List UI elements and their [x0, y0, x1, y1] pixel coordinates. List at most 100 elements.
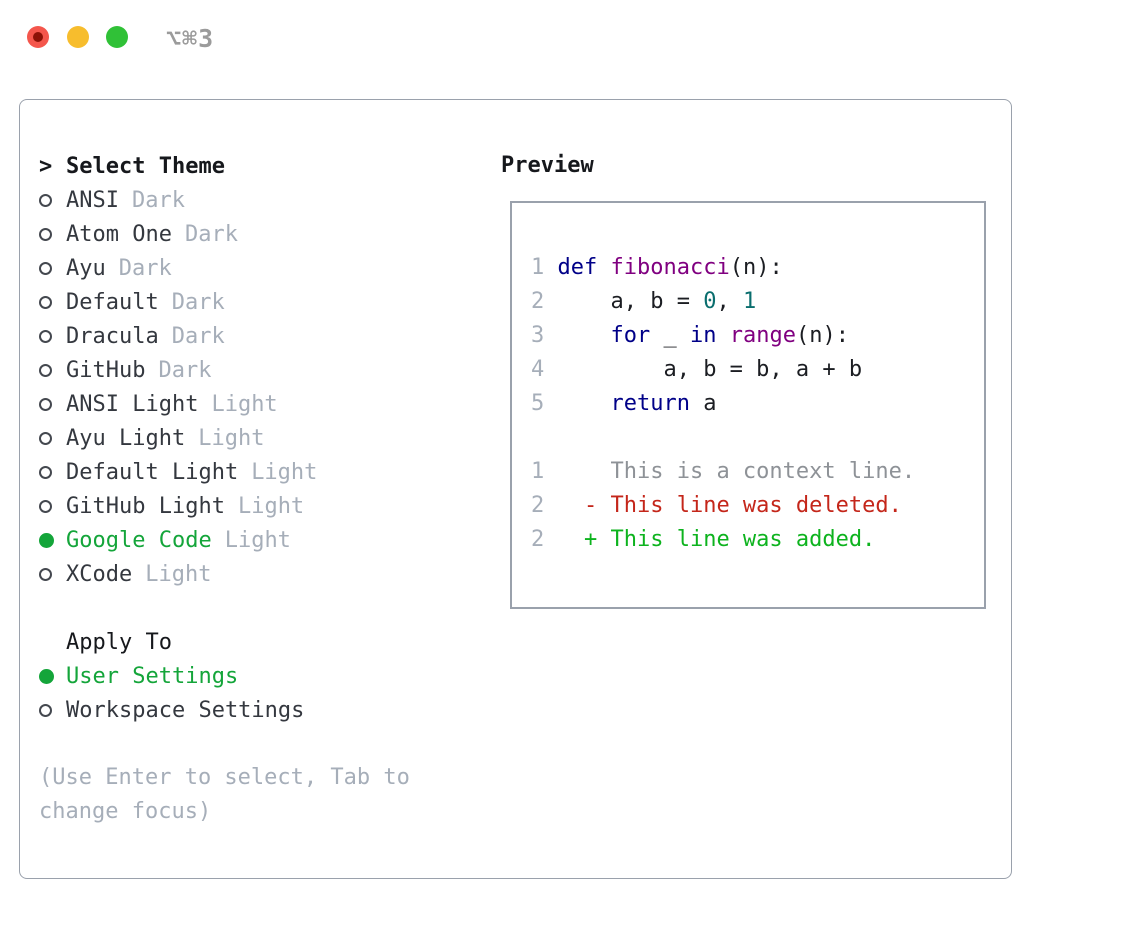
radio-circle — [39, 193, 52, 207]
radio-icon — [39, 499, 66, 513]
theme-variant: Dark — [171, 289, 225, 315]
theme-variant: Dark — [158, 357, 212, 383]
code-token-num: 0 — [703, 289, 717, 314]
theme-variant: Dark — [131, 187, 185, 213]
apply-option-label: User Settings — [66, 663, 239, 689]
code-token-num: 1 — [742, 289, 757, 314]
radio-circle — [39, 668, 54, 684]
code-line: 1 This is a context line. — [531, 455, 915, 489]
theme-option-google-code[interactable]: Google Code Light — [39, 523, 317, 557]
code-token-ln: 2 — [531, 289, 558, 314]
code-line: 3 for _ in range(n): — [531, 319, 915, 353]
code-token-pl: _ — [650, 323, 690, 348]
radio-circle — [39, 431, 52, 445]
code-token-ln: 5 — [531, 391, 558, 416]
code-token-pl: , — [716, 289, 743, 314]
radio-circle — [39, 261, 52, 275]
code-token-ln: 4 — [531, 357, 558, 382]
code-token-del: - This line was deleted. — [557, 493, 902, 518]
theme-variant: Light — [211, 391, 278, 417]
code-token-pl: a — [689, 391, 717, 416]
theme-variant: Light — [237, 493, 305, 519]
theme-option-default[interactable]: Default Dark — [39, 285, 317, 319]
theme-name: Default — [66, 289, 159, 315]
radio-icon — [39, 431, 66, 445]
theme-list-header: > Select Theme — [39, 149, 317, 183]
theme-option-github[interactable]: GitHub Dark — [39, 353, 317, 387]
close-button-icon[interactable] — [27, 26, 49, 48]
code-token-pl — [558, 323, 611, 348]
radio-circle — [39, 465, 52, 479]
theme-option-ansi[interactable]: ANSI Dark — [39, 183, 317, 217]
focus-caret-icon: > — [39, 153, 53, 179]
radio-icon — [39, 567, 66, 581]
radio-circle — [39, 567, 52, 581]
radio-icon — [39, 227, 66, 241]
code-token-pl: (n): — [729, 255, 783, 280]
theme-name: ANSI — [66, 187, 119, 213]
radio-icon — [39, 397, 66, 411]
apply-to-title: Apply To — [66, 629, 172, 655]
code-line — [531, 421, 915, 455]
radio-icon — [39, 363, 66, 377]
theme-variant: Light — [251, 459, 318, 485]
theme-name: Atom One — [66, 221, 172, 247]
code-token-pl: (n): — [795, 323, 849, 348]
code-token-pl — [558, 391, 611, 416]
code-token-ln: 3 — [531, 323, 558, 348]
radio-selected-icon — [39, 532, 66, 548]
theme-list-title: Select Theme — [66, 153, 225, 179]
window-titlebar: ⌥⌘3 — [0, 0, 1140, 74]
radio-circle — [39, 329, 52, 343]
theme-option-atom-one[interactable]: Atom One Dark — [39, 217, 317, 251]
code-token-kw: return — [610, 391, 690, 416]
minimize-button-icon[interactable] — [67, 26, 89, 48]
code-token-add: + This line was added. — [557, 527, 876, 552]
apply-option-label: Workspace Settings — [66, 697, 305, 723]
theme-option-ansi-light[interactable]: ANSI Light Light — [39, 387, 317, 421]
code-token-kw: in — [689, 323, 717, 348]
preview-title: Preview — [501, 153, 594, 178]
radio-circle — [39, 703, 52, 717]
theme-option-github-light[interactable]: GitHub Light Light — [39, 489, 317, 523]
code-line: 4 a, b = b, a + b — [531, 353, 915, 387]
theme-variant: Light — [198, 425, 265, 451]
apply-option-workspace-settings[interactable]: Workspace Settings — [39, 693, 304, 727]
radio-circle — [39, 227, 52, 241]
radio-icon — [39, 261, 66, 275]
radio-icon — [39, 329, 66, 343]
code-token-pl — [716, 323, 729, 348]
theme-name: GitHub — [66, 357, 146, 383]
apply-to-header-row: Apply To — [39, 625, 304, 659]
keyboard-hint: (Use Enter to select, Tab to change focu… — [39, 765, 410, 824]
theme-variant: Light — [224, 527, 291, 553]
code-token-kw: for — [610, 323, 651, 348]
radio-icon — [39, 465, 66, 479]
code-token-pl: a, b = b, a + b — [557, 357, 863, 382]
apply-option-user-settings[interactable]: User Settings — [39, 659, 304, 693]
radio-circle — [39, 499, 52, 513]
code-line: 5 return a — [531, 387, 915, 421]
zoom-button-icon[interactable] — [106, 26, 128, 48]
window-title: ⌥⌘3 — [166, 24, 215, 53]
theme-variant: Dark — [171, 323, 225, 349]
radio-circle — [39, 363, 52, 377]
code-line: 2 - This line was deleted. — [531, 489, 915, 523]
theme-name: ANSI Light — [66, 391, 199, 417]
theme-name: Google Code — [66, 527, 212, 553]
radio-icon — [39, 703, 66, 717]
code-line: 2 a, b = 0, 1 — [531, 285, 915, 319]
theme-name: GitHub Light — [66, 493, 225, 519]
radio-circle — [39, 532, 54, 548]
radio-icon — [39, 295, 66, 309]
theme-variant: Dark — [184, 221, 238, 247]
code-token-ln: 1 — [531, 459, 558, 484]
